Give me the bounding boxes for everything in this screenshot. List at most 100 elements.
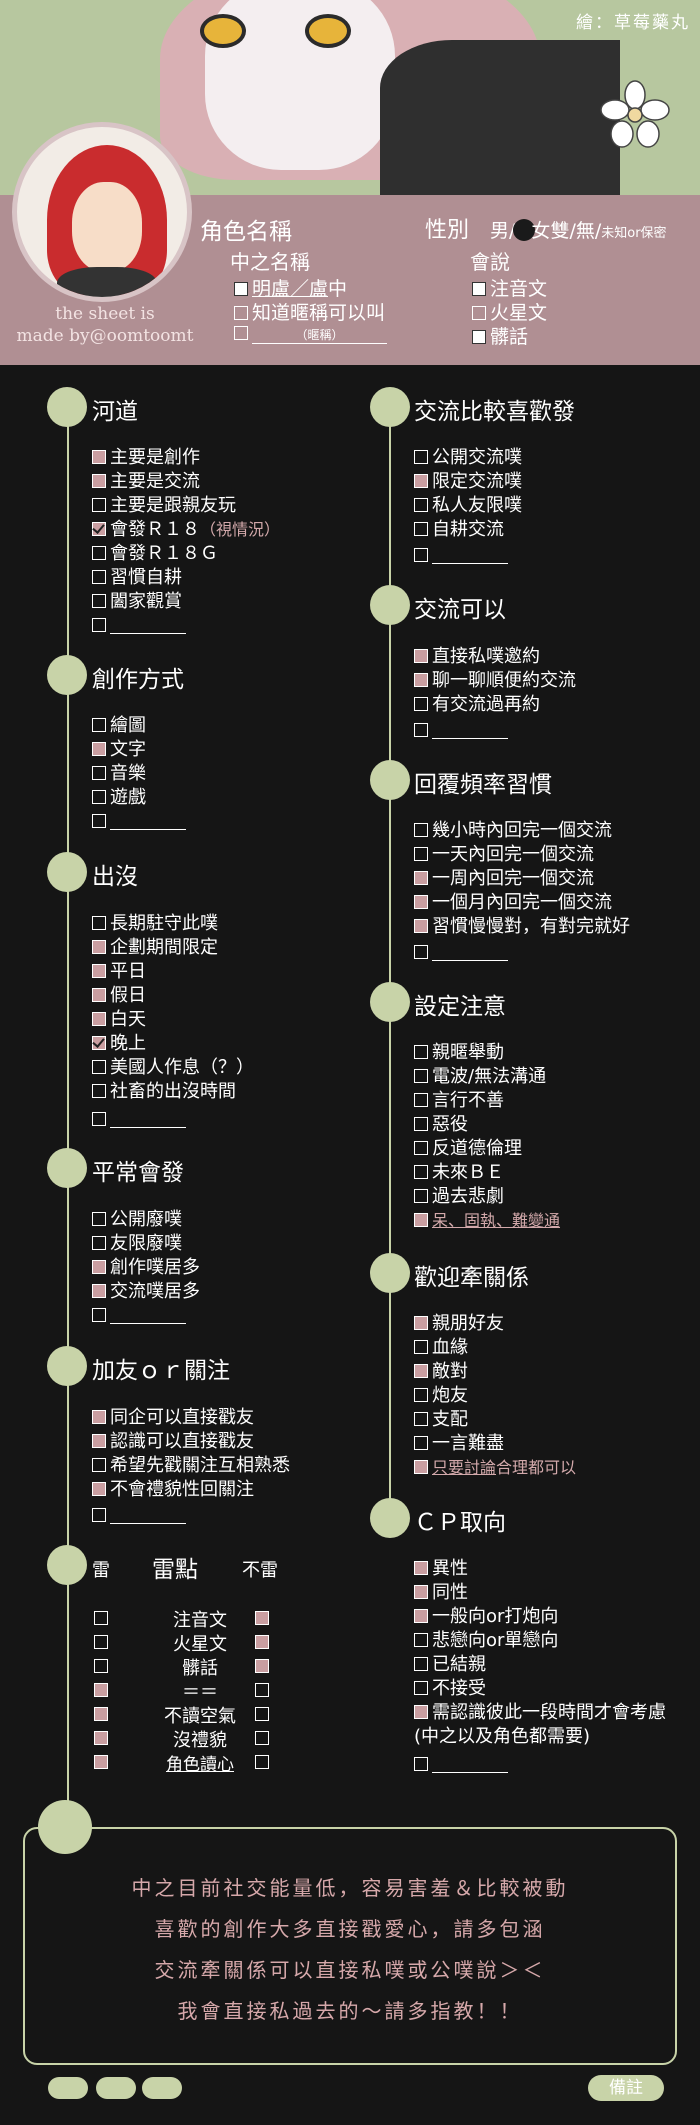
checkbox[interactable] — [92, 988, 106, 1002]
blank-field[interactable] — [110, 1506, 186, 1524]
gender-option-other[interactable]: 雙/無/ — [550, 220, 602, 242]
list-item[interactable]: 主要是跟親友玩 — [92, 494, 236, 518]
checkbox[interactable] — [92, 1260, 106, 1274]
checkbox[interactable] — [234, 326, 248, 340]
thunder-checkbox[interactable] — [255, 1635, 269, 1649]
checkbox[interactable] — [414, 945, 428, 959]
thunder-checkbox[interactable] — [255, 1659, 269, 1673]
list-item[interactable]: 敵對 — [414, 1360, 468, 1384]
checkbox[interactable] — [92, 522, 106, 536]
list-item[interactable]: 自耕交流 — [414, 518, 504, 542]
list-item[interactable]: 同企可以直接戳友 — [92, 1406, 254, 1430]
list-item[interactable]: 血緣 — [414, 1336, 468, 1360]
list-item[interactable]: 親暱舉動 — [414, 1041, 504, 1065]
list-item[interactable]: 長期駐守此噗 — [92, 912, 218, 936]
checkbox[interactable] — [414, 1213, 428, 1227]
thunder-checkbox[interactable] — [255, 1611, 269, 1625]
checkbox[interactable] — [414, 871, 428, 885]
list-item[interactable]: 限定交流噗 — [414, 470, 522, 494]
checkbox[interactable] — [92, 940, 106, 954]
checkbox[interactable] — [472, 282, 486, 296]
list-item[interactable]: 習慣自耕 — [92, 566, 182, 590]
checkbox[interactable] — [414, 649, 428, 663]
list-item[interactable]: 直接私噗邀約 — [414, 645, 540, 669]
list-item[interactable]: 一周內回完一個交流 — [414, 867, 594, 891]
checkbox[interactable] — [92, 1060, 106, 1074]
checkbox[interactable] — [414, 548, 428, 562]
checkbox[interactable] — [414, 1585, 428, 1599]
thunder-checkbox[interactable] — [255, 1731, 269, 1745]
checkbox[interactable] — [414, 1045, 428, 1059]
list-item-blank[interactable] — [414, 1753, 508, 1777]
checkbox[interactable] — [92, 766, 106, 780]
list-item[interactable]: 音樂 — [92, 762, 146, 786]
checkbox[interactable] — [92, 570, 106, 584]
checkbox[interactable] — [414, 823, 428, 837]
list-item-blank[interactable] — [92, 614, 186, 638]
list-item[interactable]: 親朋好友 — [414, 1312, 504, 1336]
checkbox[interactable] — [92, 742, 106, 756]
list-item[interactable]: 美國人作息（？） — [92, 1056, 254, 1080]
list-item[interactable]: 已結親 — [414, 1653, 486, 1677]
list-item-blank[interactable] — [414, 719, 508, 743]
checkbox[interactable] — [92, 1482, 106, 1496]
checkbox[interactable] — [414, 1633, 428, 1647]
checkbox[interactable] — [414, 1681, 428, 1695]
checkbox[interactable] — [92, 594, 106, 608]
language-item[interactable]: 注音文 — [472, 274, 547, 301]
list-item[interactable]: 不接受 — [414, 1677, 486, 1701]
list-item[interactable]: 交流噗居多 — [92, 1280, 200, 1304]
checkbox[interactable] — [414, 450, 428, 464]
checkbox[interactable] — [414, 522, 428, 536]
list-item-blank[interactable] — [414, 941, 508, 965]
list-item[interactable]: 會發Ｒ１８（視情況） — [92, 518, 280, 542]
blank-field[interactable] — [432, 546, 508, 564]
list-item[interactable]: 私人友限噗 — [414, 494, 522, 518]
thunder-checkbox[interactable] — [255, 1683, 269, 1697]
checkbox[interactable] — [414, 1657, 428, 1671]
thunder-checkbox[interactable] — [255, 1755, 269, 1769]
checkbox[interactable] — [414, 847, 428, 861]
checkbox[interactable] — [414, 474, 428, 488]
list-item[interactable]: 過去悲劇 — [414, 1185, 504, 1209]
checkbox[interactable] — [414, 673, 428, 687]
list-item[interactable]: 社畜的出沒時間 — [92, 1080, 236, 1104]
list-item[interactable]: 一天內回完一個交流 — [414, 843, 594, 867]
gender-option-female[interactable]: 女 — [531, 220, 551, 242]
checkbox[interactable] — [92, 1084, 106, 1098]
checkbox[interactable] — [414, 1609, 428, 1623]
thunder-checkbox[interactable] — [94, 1635, 108, 1649]
checkbox[interactable] — [414, 498, 428, 512]
checkbox[interactable] — [92, 618, 106, 632]
checkbox[interactable] — [92, 450, 106, 464]
list-item[interactable]: 主要是交流 — [92, 470, 200, 494]
checkbox[interactable] — [92, 1308, 106, 1322]
checkbox[interactable] — [92, 1236, 106, 1250]
checkbox[interactable] — [414, 1364, 428, 1378]
checkbox[interactable] — [472, 330, 486, 344]
checkbox[interactable] — [414, 1388, 428, 1402]
thunder-checkbox[interactable] — [94, 1707, 108, 1721]
list-item[interactable]: 反道德倫理 — [414, 1137, 522, 1161]
list-item-blank[interactable] — [92, 1108, 186, 1132]
list-item[interactable]: 不會禮貌性回關注 — [92, 1478, 254, 1502]
language-item[interactable]: 火星文 — [472, 298, 547, 325]
checkbox[interactable] — [414, 1460, 428, 1474]
list-item[interactable]: 公開廢噗 — [92, 1208, 182, 1232]
checkbox[interactable] — [234, 282, 248, 296]
list-item[interactable]: 希望先戳關注互相熟悉 — [92, 1454, 290, 1478]
list-item[interactable]: 炮友 — [414, 1384, 468, 1408]
list-item[interactable]: 一個月內回完一個交流 — [414, 891, 612, 915]
checkbox[interactable] — [414, 1316, 428, 1330]
list-item[interactable]: 悲戀向or單戀向 — [414, 1629, 558, 1653]
gender-option-male[interactable]: 男 — [490, 220, 510, 242]
list-item[interactable]: 同性 — [414, 1581, 468, 1605]
list-item[interactable]: 異性 — [414, 1557, 468, 1581]
thunder-checkbox[interactable] — [94, 1611, 108, 1625]
checkbox[interactable] — [472, 306, 486, 320]
list-item[interactable]: 認識可以直接戳友 — [92, 1430, 254, 1454]
checkbox[interactable] — [414, 895, 428, 909]
blank-field[interactable] — [432, 943, 508, 961]
checkbox[interactable] — [92, 916, 106, 930]
list-item[interactable]: 繪圖 — [92, 714, 146, 738]
